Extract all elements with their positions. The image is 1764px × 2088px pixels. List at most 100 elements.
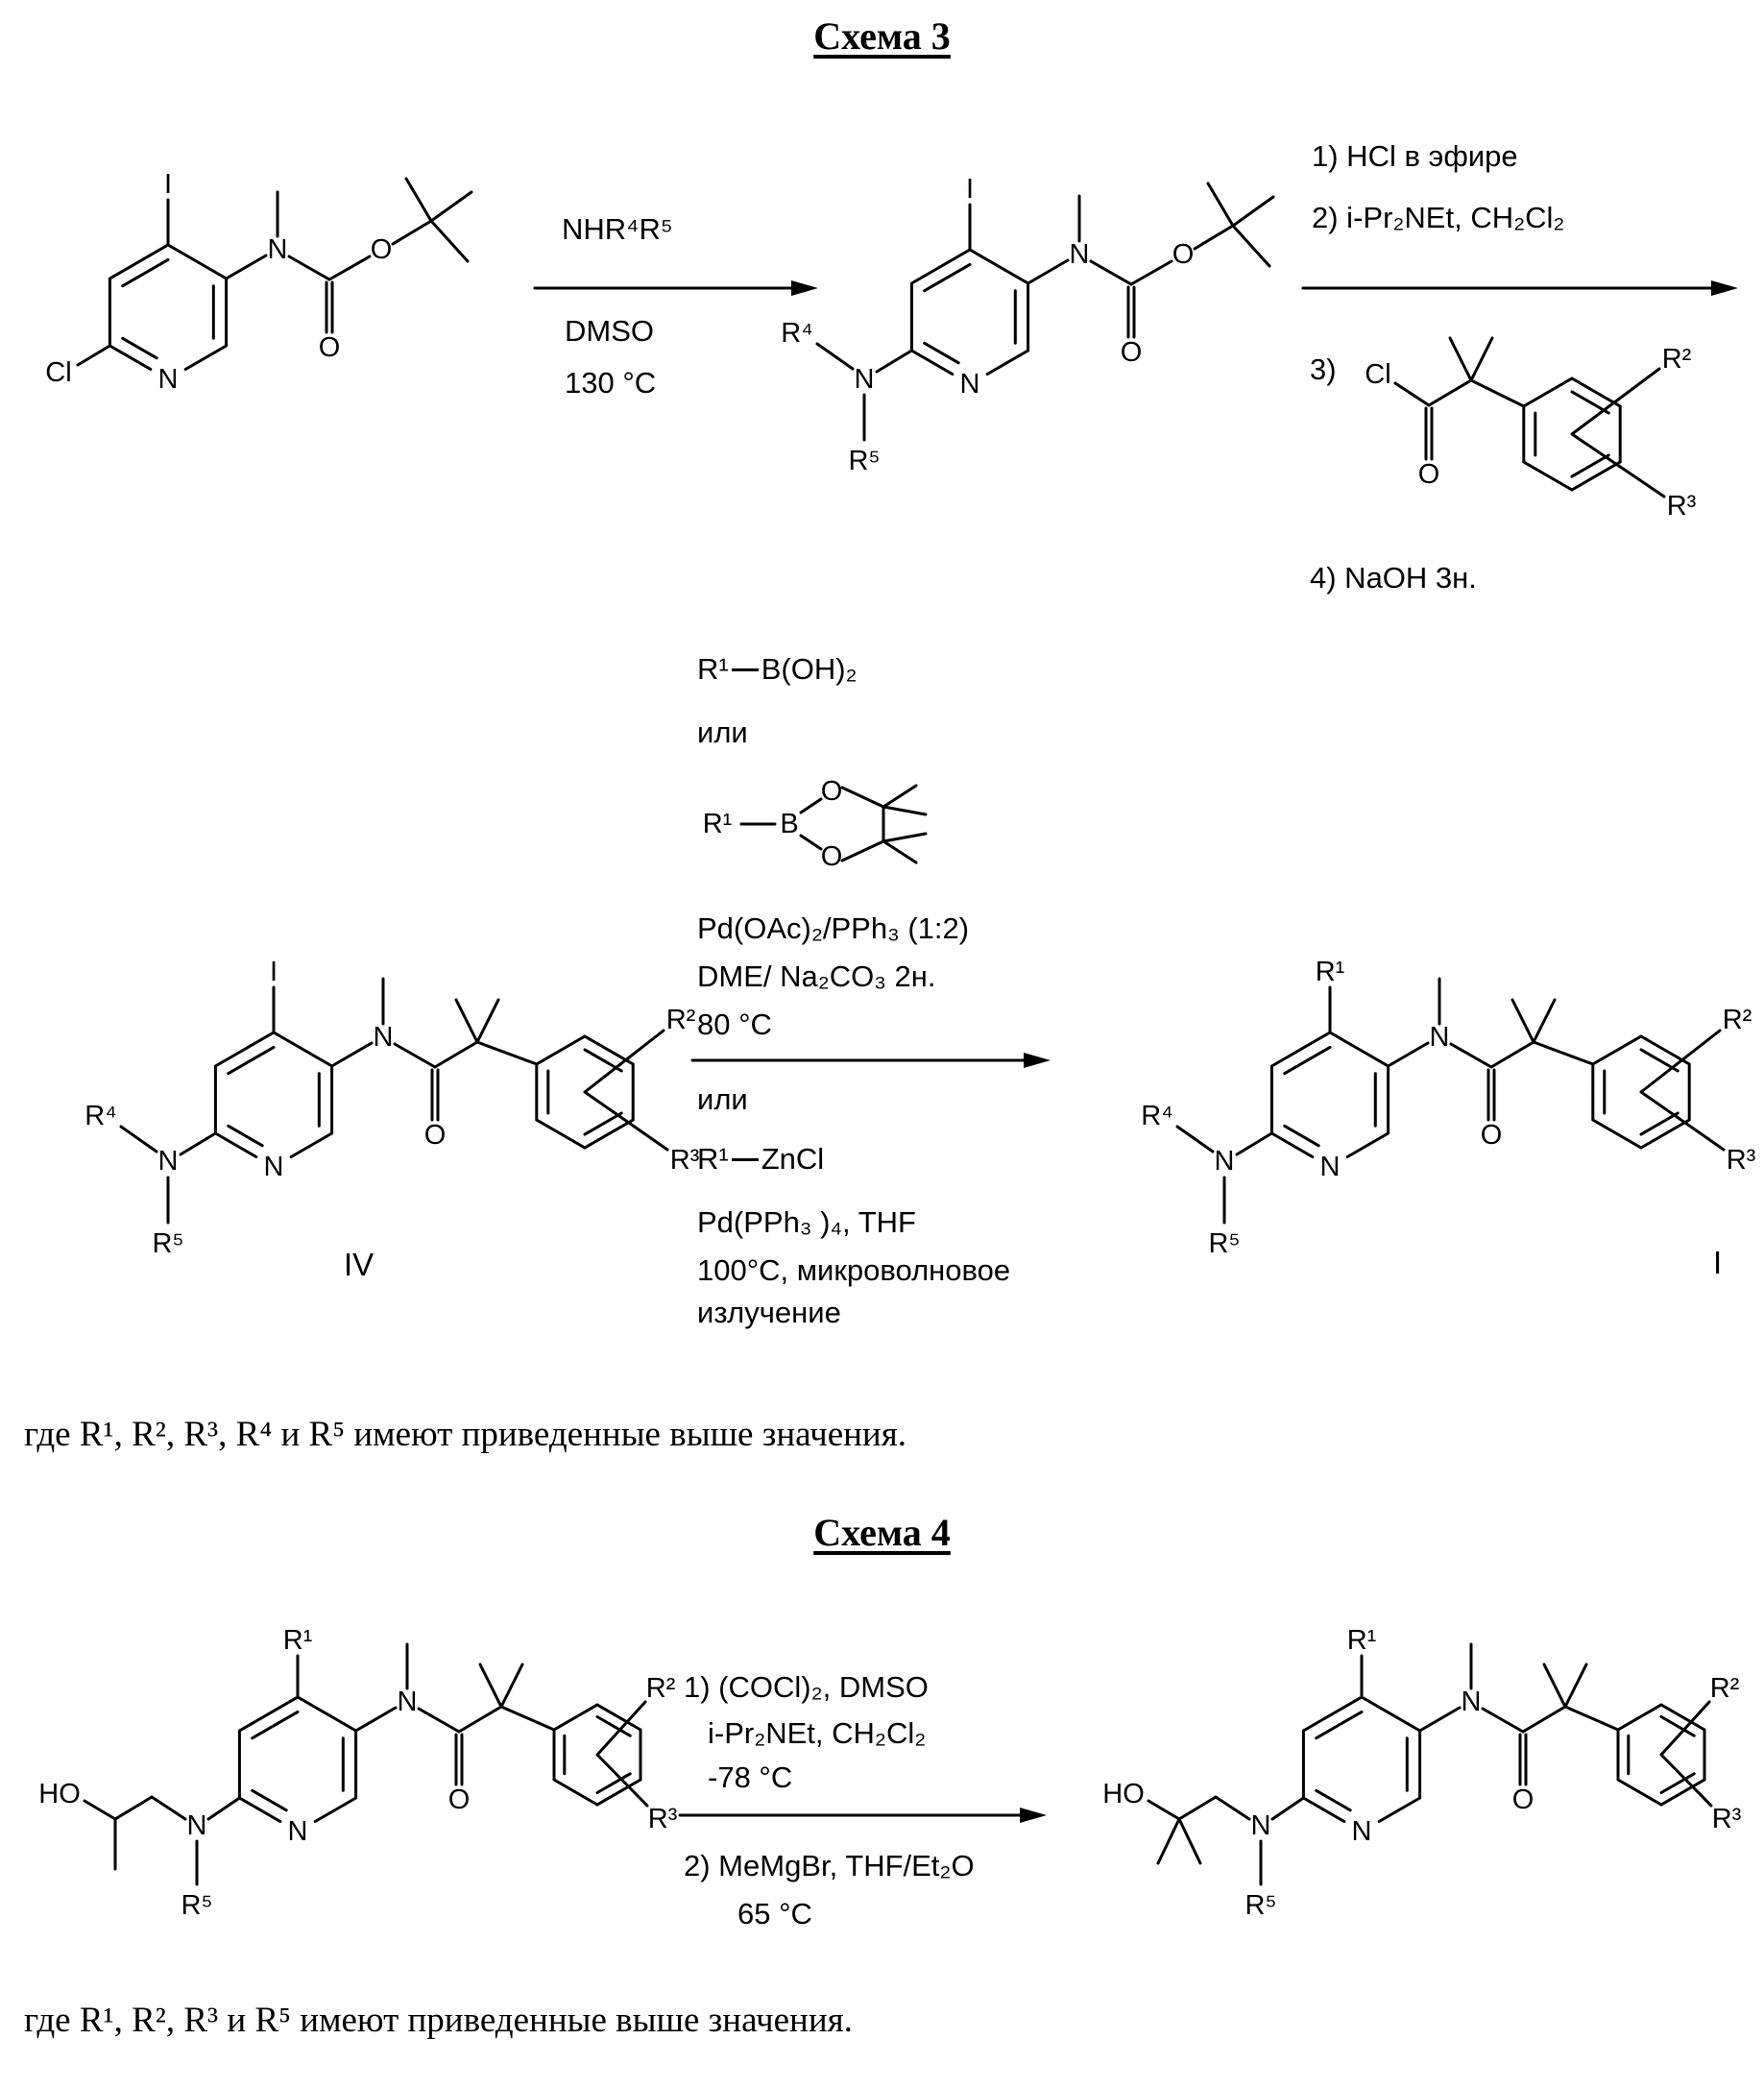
scheme4-condition-4: 2) MeMgBr, THF/Et₂O	[684, 1849, 975, 1882]
step1-solvent: DMSO	[565, 314, 654, 348]
ring-nitrogen-label: N	[158, 364, 179, 395]
structure-acid-chloride-reagent: Cl O R² R³	[1365, 336, 1697, 522]
reaction-arrow-2	[1301, 280, 1738, 296]
carbonyl-oxygen-label: O	[1512, 1785, 1534, 1815]
structure-amino-iodo-pyridine-carbamate: I N O O N N R⁴ R⁵	[781, 174, 1275, 476]
boron-label: B	[780, 809, 798, 839]
structure-scheme4-tertiary-alcohol: R¹ N O R² R³ N N R⁵ HO	[1102, 1625, 1742, 1921]
compound-label-iv: IV	[344, 1247, 375, 1282]
amino-nitrogen-label: N	[187, 1810, 207, 1841]
r5-label: R⁵	[181, 1890, 213, 1921]
bond-lines	[1175, 977, 1726, 1225]
scheme4-footnote: где R¹, R², R³ и R⁵ имеют приведенные вы…	[24, 2001, 853, 2040]
bond-lines	[815, 182, 1275, 442]
step2-condition-4: 4) NaOH 3н.	[1310, 561, 1477, 595]
bond-lines	[1147, 1642, 1713, 1886]
structure-compound-iv: I N O R² R³ N N R⁴ R⁵	[85, 957, 700, 1259]
carbonyl-oxygen-label: O	[319, 332, 341, 363]
coupling-catalyst-1: Pd(OAc)₂/PPh₃ (1:2)	[697, 911, 970, 945]
carbamate-nitrogen-label: N	[268, 234, 288, 265]
structure-compound-i: R¹ N O R² R³ N N R⁴ R⁵	[1141, 957, 1756, 1259]
r2-label: R²	[666, 1005, 696, 1035]
step1-temperature: 130 °C	[565, 366, 657, 400]
arrowhead-icon	[1020, 1808, 1047, 1823]
chlorine-label: Cl	[45, 357, 71, 388]
r5-label: R⁵	[849, 446, 881, 476]
ring-nitrogen-label: N	[1320, 1152, 1341, 1182]
bond-lines	[1393, 336, 1666, 498]
r4-label: R⁴	[85, 1101, 116, 1131]
ring-nitrogen-label: N	[1352, 1816, 1372, 1847]
scheme4-condition-3: -78 °C	[708, 1760, 793, 1794]
coupling-catalyst-2: Pd(PPh₃ )₄, THF	[697, 1205, 916, 1239]
r2-label: R²	[1662, 344, 1692, 375]
bond-line	[731, 668, 759, 671]
boronic-acid-reagent: R¹ B(OH)₂	[697, 652, 858, 686]
r2-label: R²	[1710, 1673, 1740, 1704]
structure-scheme4-alcohol: R¹ N O R² R³ N N R⁵ HO	[38, 1625, 678, 1921]
r3-label: R³	[648, 1804, 678, 1834]
step2-condition-2: 2) i-Pr₂NEt, CH₂Cl₂	[1312, 201, 1565, 234]
amino-nitrogen-label: N	[158, 1146, 179, 1177]
structure-chloro-iodo-pyridine-carbamate: I Cl N O O N	[45, 169, 473, 395]
scheme4-condition-1: 1) (COCl)₂, DMSO	[684, 1670, 929, 1704]
ester-oxygen-label: O	[371, 234, 393, 265]
scheme3-footnote: где R¹, R², R³, R⁴ и R⁵ имеют приведенны…	[24, 1415, 906, 1454]
step2-condition-1: 1) HCl в эфире	[1312, 139, 1518, 173]
chlorine-label: Cl	[1365, 359, 1390, 390]
amide-nitrogen-label: N	[374, 1022, 394, 1053]
or-text-2: или	[697, 1082, 748, 1116]
coupling-temperature-2: 100°C, микроволновое	[697, 1253, 1011, 1287]
amino-nitrogen-label: N	[855, 364, 875, 395]
ester-oxygen-label: O	[1172, 239, 1195, 270]
reaction-arrow-4	[678, 1808, 1047, 1823]
carbamate-nitrogen-label: N	[1070, 239, 1090, 270]
carbonyl-oxygen-label: O	[448, 1785, 471, 1815]
r2-label: R²	[646, 1673, 676, 1704]
iodine-label: I	[270, 957, 278, 987]
iodine-label: I	[164, 169, 172, 200]
r2-label: R²	[1723, 1005, 1752, 1035]
scheme4-condition-5: 65 °C	[737, 1897, 812, 1930]
hydroxyl-label: HO	[38, 1779, 81, 1809]
bond-lines	[739, 784, 928, 864]
bond-lines	[76, 177, 473, 371]
scheme4-title: Схема 4	[0, 1510, 1764, 1555]
r5-label: R⁵	[1245, 1890, 1277, 1921]
bond-lines	[119, 977, 669, 1225]
r4-label: R⁴	[781, 318, 812, 349]
arrowhead-icon	[791, 280, 818, 296]
r3-label: R³	[1727, 1145, 1756, 1176]
r4-label: R⁴	[1141, 1101, 1172, 1131]
r3-label: R³	[670, 1145, 700, 1176]
coupling-irradiation: излучение	[697, 1296, 841, 1329]
r1-label: R¹	[697, 1142, 729, 1176]
carbonyl-oxygen-label: O	[1121, 337, 1143, 368]
amide-nitrogen-label: N	[398, 1687, 418, 1717]
arrowhead-icon	[1711, 280, 1738, 296]
ring-nitrogen-label: N	[264, 1152, 284, 1182]
scheme3-title-text: Схема 3	[813, 14, 951, 58]
amide-nitrogen-label: N	[1430, 1022, 1450, 1053]
r1-label: R¹	[1347, 1625, 1377, 1656]
oxygen-label: O	[821, 841, 843, 872]
r3-label: R³	[1712, 1804, 1742, 1834]
carbonyl-oxygen-label: O	[1418, 459, 1440, 490]
arrowhead-icon	[1024, 1053, 1051, 1068]
coupling-temperature-1: 80 °C	[697, 1008, 772, 1041]
coupling-solvent: DME/ Na₂CO₃ 2н.	[697, 959, 936, 993]
amino-nitrogen-label: N	[1251, 1810, 1271, 1841]
r1-label: R¹	[703, 809, 733, 839]
r1-label: R¹	[1316, 957, 1345, 987]
r1-label: R¹	[283, 1625, 313, 1656]
carbonyl-oxygen-label: O	[1481, 1120, 1503, 1151]
bond-lines	[83, 1642, 649, 1886]
reaction-arrow-3	[690, 1053, 1051, 1068]
ring-nitrogen-label: N	[960, 369, 980, 400]
zinc-chloride-reagent: R¹ ZnCl	[697, 1142, 824, 1176]
amino-nitrogen-label: N	[1215, 1146, 1235, 1177]
scheme4-title-text: Схема 4	[813, 1511, 951, 1554]
scheme4-condition-2: i-Pr₂NEt, CH₂Cl₂	[708, 1716, 927, 1750]
structure-pinacol-boronate: R¹ B O O	[703, 776, 928, 872]
